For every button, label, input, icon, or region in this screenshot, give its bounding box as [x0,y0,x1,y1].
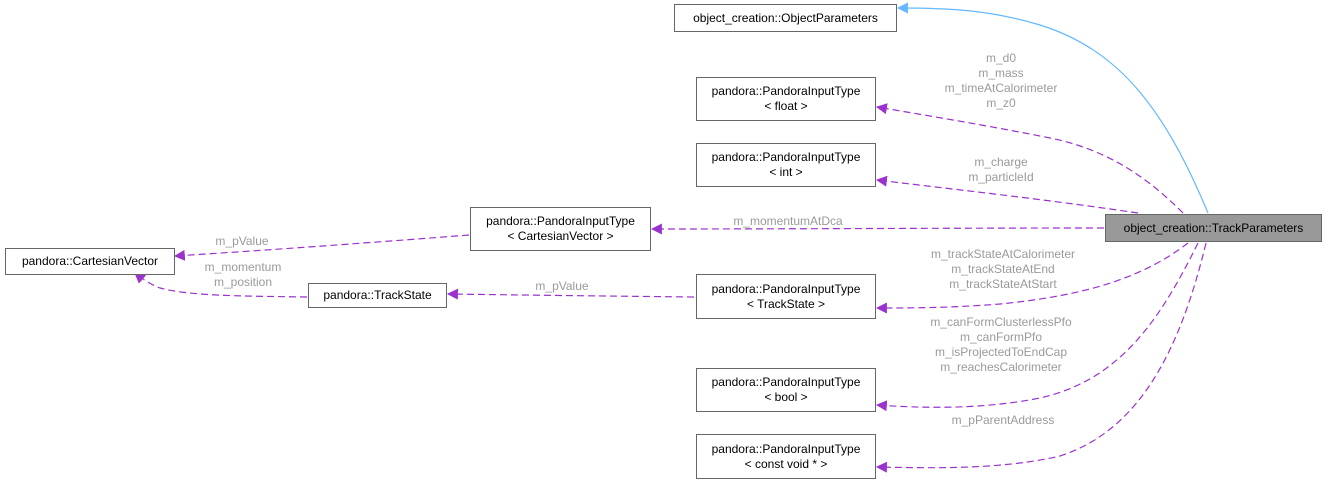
node-input-type-cartesian-line2: < CartesianVector > [507,229,614,243]
node-input-type-float-line1: pandora::PandoraInputType [711,84,861,98]
node-input-type-cartesian[interactable]: pandora::PandoraInputType < CartesianVec… [470,207,651,251]
edge-usage-constvoid [875,242,1207,473]
node-input-type-trackstate-line1: pandora::PandoraInputType [711,281,861,296]
edge-label-line: m_trackStateAtStart [949,277,1057,291]
edge-label-line: m_momentum [204,260,282,274]
edge-usage-cartesian [650,223,1105,235]
node-cartesian-vector-label: pandora::CartesianVector [21,254,159,268]
node-input-type-bool-line2: < bool > [764,390,808,404]
edge-usage-inputtrackstate-trackstate [446,288,695,300]
node-input-type-int-line1: pandora::PandoraInputType [711,150,861,164]
node-input-type-int-line2: < int > [769,165,803,179]
edge-label-int-members: m_charge m_particleId [968,155,1033,185]
edge-usage-cartesian-pvalue [173,234,470,261]
edge-label-line: m_canFormPfo [959,330,1043,344]
edge-label-trackstate-members: m_trackStateAtCalorimeter m_trackStateAt… [931,247,1075,292]
edge-usage-int [875,175,1139,214]
node-input-type-bool-line1: pandora::PandoraInputType [711,375,861,389]
edge-label-line: m_position [213,275,273,289]
node-input-type-int[interactable]: pandora::PandoraInputType < int > [696,143,876,187]
node-object-parameters-label: object_creation::ObjectParameters [693,10,878,25]
edge-label-line: m_particleId [968,170,1034,184]
edge-usage-trackstate-vector [134,272,308,298]
node-track-parameters: object_creation::TrackParameters [1105,214,1322,242]
node-track-state[interactable]: pandora::TrackState [308,283,447,308]
edge-label-line: m_momentumAtDca [733,214,843,228]
edge-usage-bool [875,242,1199,412]
edge-label-bool-members: m_canFormClusterlessPfo m_canFormPfo m_i… [930,315,1071,375]
edge-label-line: m_pParentAddress [951,413,1055,427]
edge-label-inputtrackstate-to-trackstate: m_pValue [535,279,588,294]
edge-label-line: m_reachesCalorimeter [940,360,1062,374]
node-input-type-float-line2: < float > [764,99,808,113]
node-input-type-float[interactable]: pandora::PandoraInputType < float > [696,77,876,121]
node-input-type-const-void[interactable]: pandora::PandoraInputType < const void *… [696,434,876,479]
node-object-parameters[interactable]: object_creation::ObjectParameters [674,4,897,32]
edge-label-line: m_d0 [985,51,1017,65]
edge-label-line: m_charge [974,155,1028,169]
edge-label-line: m_trackStateAtCalorimeter [930,247,1076,261]
node-input-type-trackstate-line2: < TrackState > [746,296,826,311]
node-track-parameters-label: object_creation::TrackParameters [1123,220,1304,235]
edge-usage-float [875,103,1184,214]
edge-label-constvoid-members: m_pParentAddress [952,413,1055,428]
node-input-type-trackstate[interactable]: pandora::PandoraInputType < TrackState > [696,274,876,319]
edge-label-trackstate-to-vector: m_momentum m_position [205,260,282,290]
edge-label-line: m_canFormClusterlessPfo [930,315,1072,329]
edge-label-line: m_mass [978,66,1024,80]
node-cartesian-vector[interactable]: pandora::CartesianVector [5,248,175,275]
edge-usage-trackstate [875,242,1189,314]
edge-label-float-members: m_d0 m_mass m_timeAtCalorimeter m_z0 [945,51,1058,111]
node-track-state-label: pandora::TrackState [323,288,432,302]
node-input-type-const-void-line2: < const void * > [744,456,828,471]
edge-label-cartesian-members: m_momentumAtDca [733,214,842,229]
edge-inheritance-objectparameters [896,2,1209,214]
edge-label-line: m_timeAtCalorimeter [944,81,1058,95]
edge-label-line: m_pValue [535,279,589,293]
edge-label-cartesian-to-vector: m_pValue [215,234,268,249]
edge-label-line: m_isProjectedToEndCap [934,345,1068,359]
edge-label-line: m_trackStateAtEnd [951,262,1055,276]
node-input-type-cartesian-line1: pandora::PandoraInputType [486,214,635,228]
node-input-type-const-void-line1: pandora::PandoraInputType [711,441,861,456]
node-input-type-bool[interactable]: pandora::PandoraInputType < bool > [696,368,876,412]
edge-label-line: m_pValue [215,234,269,248]
edge-label-line: m_z0 [986,96,1016,110]
